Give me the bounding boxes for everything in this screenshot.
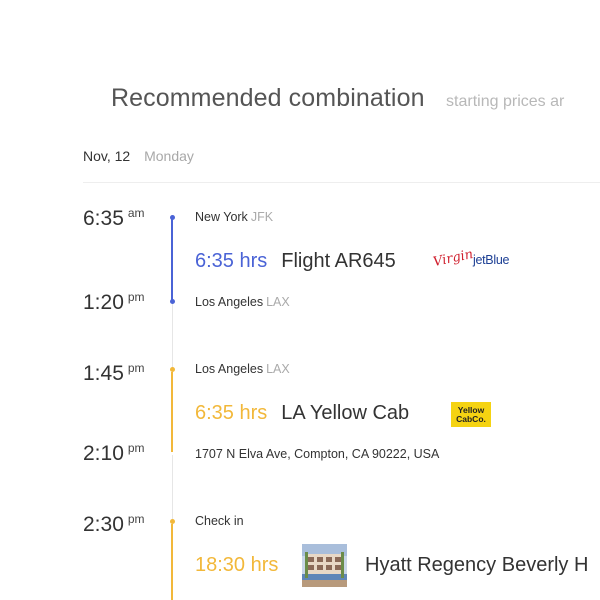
header-divider xyxy=(83,182,600,183)
weekday-label: Monday xyxy=(144,148,194,164)
arrival-ampm: pm xyxy=(127,290,145,304)
checkin-label: Check in xyxy=(195,514,244,528)
starting-prices-subtitle: starting prices ar xyxy=(446,93,565,110)
departure-dot xyxy=(170,215,175,220)
flight-timeline-line xyxy=(171,218,173,302)
checkin-dot xyxy=(170,519,175,524)
flight-name[interactable]: Flight AR645 xyxy=(281,250,396,272)
page-title: Recommended combination xyxy=(111,84,425,112)
yellow-cab-logo: Yellow CabCo. xyxy=(451,402,491,427)
hotel-name[interactable]: Hyatt Regency Beverly H xyxy=(365,554,589,576)
hotel-name-row[interactable]: Hyatt Regency Beverly H xyxy=(365,554,588,577)
virgin-logo: Virgin xyxy=(431,246,475,271)
departure-airport-code: JFK xyxy=(250,210,274,224)
dropoff-time-value: 2:10 xyxy=(83,442,124,465)
checkin-time-value: 2:30 xyxy=(83,513,124,536)
pickup-time-value: 1:45 xyxy=(83,362,124,385)
flight-duration: 6:35 hrs xyxy=(195,250,268,272)
jetblue-logo: jetBlue xyxy=(473,253,510,267)
yellow-cab-logo-line2: CabCo. xyxy=(456,413,486,424)
pickup-airport-code: LAX xyxy=(266,362,290,376)
departure-time-value: 6:35 xyxy=(83,207,124,230)
pickup-city: Los Angeles xyxy=(195,362,264,376)
arrival-airport-code: LAX xyxy=(266,295,290,309)
pickup-dot xyxy=(170,367,175,372)
hotel-photo-image xyxy=(302,544,347,587)
hotel-details-row[interactable]: 18:30 hrs xyxy=(195,554,278,577)
timeline-gap-line xyxy=(172,455,173,522)
date-heading: Nov, 12 Monday xyxy=(83,148,194,164)
cab-name[interactable]: LA Yellow Cab xyxy=(281,402,410,424)
hotel-photo[interactable] xyxy=(302,544,347,587)
hotel-duration: 18:30 hrs xyxy=(195,554,279,576)
departure-ampm: am xyxy=(127,206,145,220)
arrival-time-value: 1:20 xyxy=(83,291,124,314)
dropoff-ampm: pm xyxy=(127,441,145,455)
pickup-ampm: pm xyxy=(127,361,145,375)
arrival-city: Los Angeles xyxy=(195,295,264,309)
date-label: Nov, 12 xyxy=(83,148,131,164)
dropoff-address-text: 1707 N Elva Ave, Compton, CA 90222, USA xyxy=(195,447,440,461)
checkin-ampm: pm xyxy=(127,512,145,526)
itinerary-header: Recommended combination starting prices … xyxy=(111,84,564,113)
cab-timeline-line xyxy=(171,372,173,452)
dropoff-address: 1707 N Elva Ave, Compton, CA 90222, USA xyxy=(195,447,439,461)
hotel-timeline-line xyxy=(171,524,173,600)
checkin-text: Check in xyxy=(195,514,244,528)
yellow-cab-logo-line1: Yellow xyxy=(457,404,485,415)
departure-city: New York xyxy=(195,210,248,224)
cab-duration: 6:35 hrs xyxy=(195,402,268,424)
timeline-gap-line xyxy=(172,303,173,370)
arrival-dot xyxy=(170,299,175,304)
flight-details-row[interactable]: 6:35 hrs Flight AR645 xyxy=(195,250,396,273)
cab-details-row[interactable]: 6:35 hrs LA Yellow Cab xyxy=(195,402,409,425)
